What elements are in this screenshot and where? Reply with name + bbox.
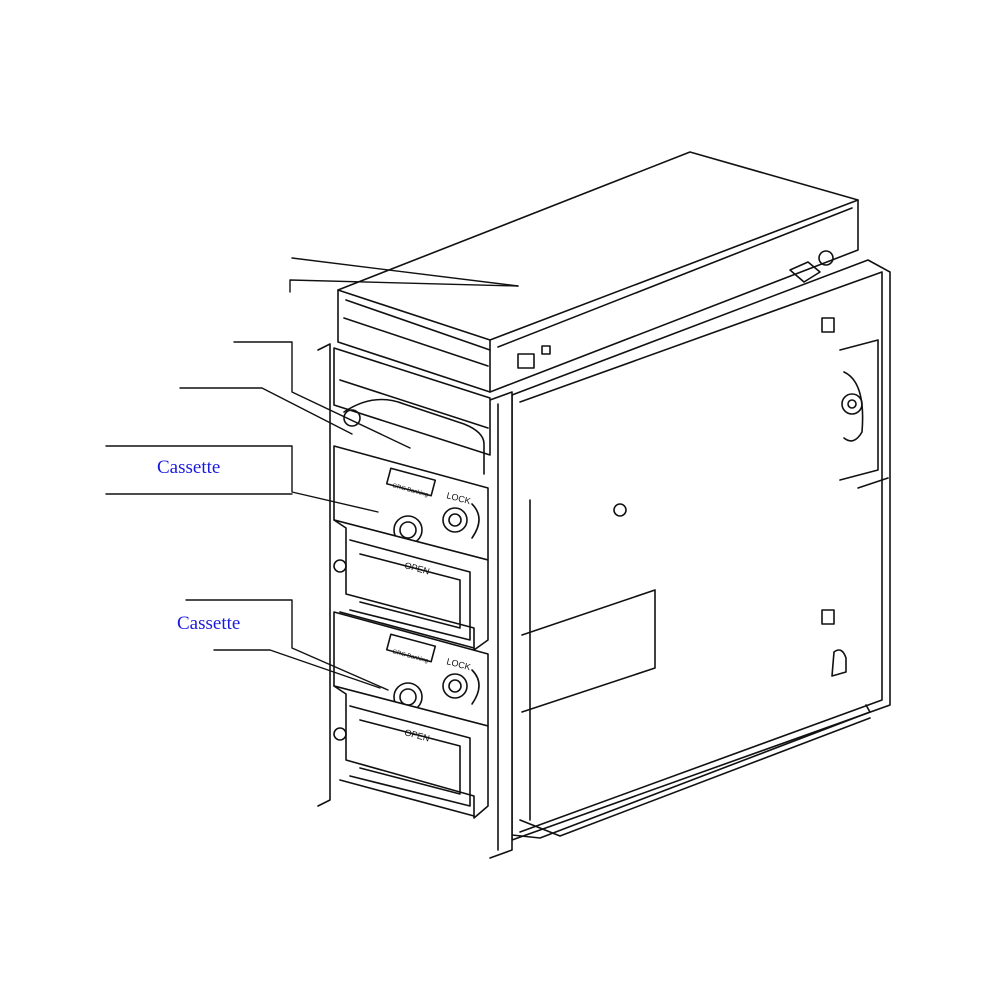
upper-cassette	[333, 445, 489, 651]
top-module	[337, 151, 859, 393]
front-rails	[317, 343, 513, 859]
cassette-label-upper: Cassette	[156, 457, 222, 478]
leader-lines	[105, 257, 519, 691]
reject-bin	[333, 347, 491, 475]
cassette-label-lower: Cassette	[176, 613, 242, 634]
side-panel	[511, 259, 891, 841]
lower-cassette	[333, 611, 489, 819]
